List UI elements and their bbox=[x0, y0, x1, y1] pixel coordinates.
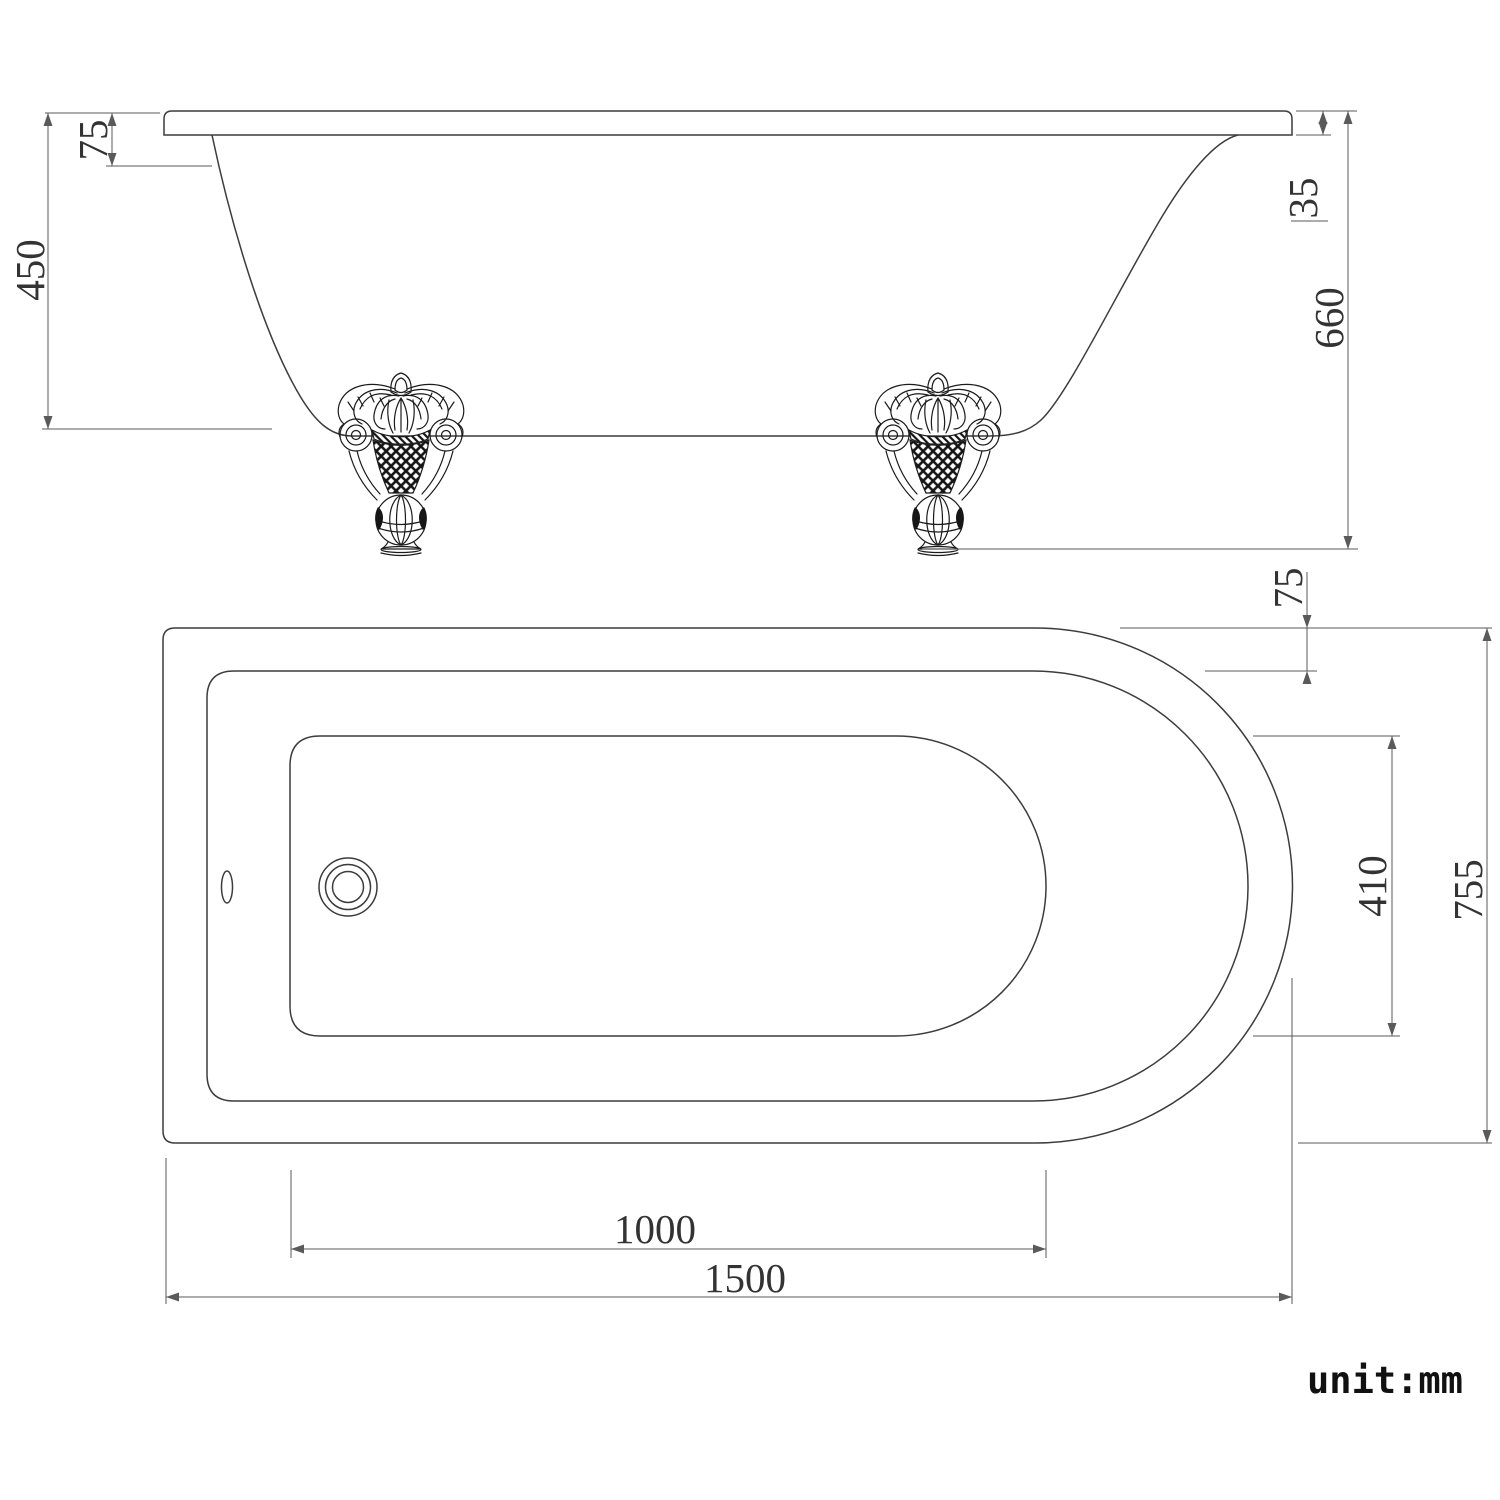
dim-label-side-rim-overhang: 75 bbox=[70, 120, 116, 161]
dim-label-plan-rim-width: 75 bbox=[1265, 568, 1311, 609]
clawfoot-left bbox=[337, 372, 465, 557]
clawfoot-right bbox=[874, 372, 1002, 557]
dim-label-side-height: 450 bbox=[7, 239, 53, 301]
dim-label-side-rim-thickness: 35 bbox=[1280, 178, 1326, 219]
plan-view-dimensions: 75 410 755 1000 1500 bbox=[165, 568, 1492, 1304]
side-elevation-view bbox=[163, 110, 1293, 557]
side-view-tub-body bbox=[211, 134, 1239, 437]
plan-view bbox=[162, 627, 1294, 1144]
unit-note: unit:mm bbox=[1307, 1359, 1463, 1402]
side-view-dimensions: 75 450 35 660 bbox=[7, 110, 1358, 550]
dim-label-side-overall-height: 660 bbox=[1306, 287, 1352, 349]
dim-label-plan-overall-length: 1500 bbox=[704, 1255, 786, 1301]
plan-basin-edge bbox=[289, 735, 1047, 1037]
drain bbox=[318, 857, 378, 917]
plan-outer-rim bbox=[162, 627, 1294, 1144]
dim-label-plan-overall-width: 755 bbox=[1445, 859, 1491, 921]
dim-label-plan-inner-length: 1000 bbox=[614, 1206, 696, 1252]
dim-label-plan-inner-width: 410 bbox=[1349, 855, 1395, 917]
side-view-rim bbox=[163, 110, 1293, 136]
plan-inner-rim bbox=[206, 670, 1249, 1102]
overflow-hole bbox=[220, 870, 234, 904]
